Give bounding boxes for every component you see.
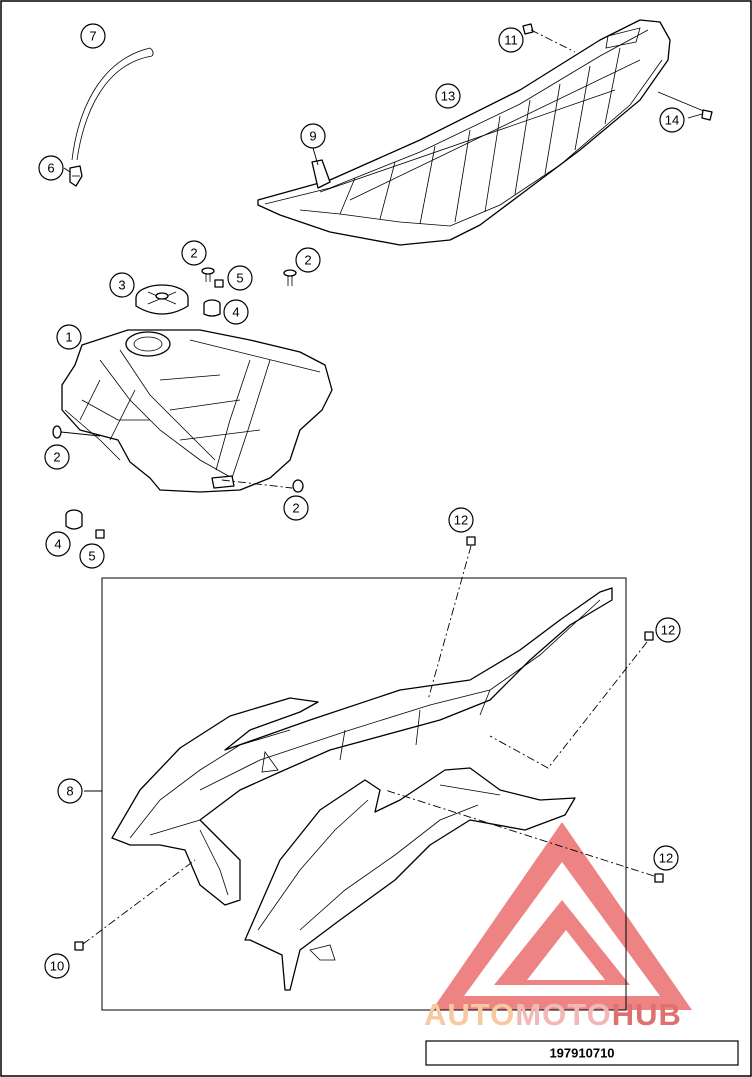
callout-1: 1 [56,324,82,350]
svg-text:6: 6 [47,161,54,176]
callout-12-c: 12 [653,845,679,871]
tank-screw-right [221,479,304,493]
bolt-12-middle [489,631,654,769]
watermark-logo [432,822,692,1010]
callout-14: 14 [659,107,685,133]
callout-3: 3 [109,272,135,298]
svg-text:2: 2 [304,253,311,268]
svg-text:14: 14 [665,113,679,128]
svg-text:7: 7 [89,29,96,44]
nut-lower [95,529,105,539]
callout-2-a: 2 [181,240,207,266]
kit-frame [101,577,627,1011]
document-number-box [425,1040,739,1066]
callout-6: 6 [38,155,64,181]
callout-12-a: 12 [448,507,474,533]
hose-clamp-part [69,165,83,187]
document-number: 197910710 [549,1046,614,1061]
bolt-12-top [427,536,476,701]
callout-4-b: 4 [45,531,71,557]
callout-12-b: 12 [655,617,681,643]
svg-text:1: 1 [65,330,72,345]
fuel-tank-part [61,329,333,493]
svg-text:12: 12 [454,513,468,528]
svg-text:11: 11 [504,33,518,48]
svg-text:13: 13 [441,89,455,104]
svg-text:8: 8 [66,784,73,799]
fuel-cap-part [135,284,189,315]
callout-2-b: 2 [295,247,321,273]
callout-2-c: 2 [44,444,70,470]
seat-part [257,19,671,246]
svg-text:10: 10 [50,959,64,974]
svg-text:2: 2 [292,501,299,516]
callout-5-b: 5 [79,543,105,569]
callout-7: 7 [80,23,106,49]
svg-text:2: 2 [53,450,60,465]
nut-top [214,279,224,288]
right-sidepanel-part [244,767,576,991]
bolt-10 [74,859,196,951]
callout-10: 10 [44,953,70,979]
leader-lines [63,113,703,792]
tank-screw-left [52,425,101,439]
callout-8: 8 [57,778,83,804]
screw-top-right [283,269,297,286]
svg-text:4: 4 [232,305,239,320]
watermark-text: AUTOMOTOHUB [424,997,682,1032]
callout-4-a: 4 [223,299,249,325]
svg-text:5: 5 [88,549,95,564]
spacer-lower [65,509,83,530]
bolt-12-lower [384,789,664,883]
seat-bolt-11 [522,23,576,53]
callout-13: 13 [435,83,461,109]
svg-text:5: 5 [236,271,243,286]
screw-top-left [201,267,215,282]
callout-11: 11 [498,27,524,53]
svg-text:12: 12 [661,623,675,638]
svg-text:3: 3 [118,278,125,293]
callout-9: 9 [300,123,326,149]
callout-2-d: 2 [283,495,309,521]
svg-text:9: 9 [309,129,316,144]
svg-text:2: 2 [190,246,197,261]
left-spoiler-part [111,587,613,906]
spacer-top [203,299,221,317]
seat-bolt-14 [657,91,713,121]
svg-text:12: 12 [659,851,673,866]
callout-5-a: 5 [227,265,253,291]
hose-part [71,47,154,161]
svg-text:4: 4 [54,537,61,552]
